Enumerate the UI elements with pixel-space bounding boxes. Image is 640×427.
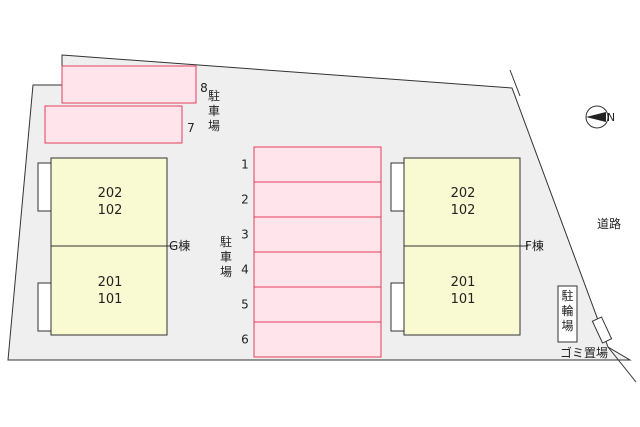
unit-block-lower [50,245,168,336]
bicycle-parking-box [557,285,578,343]
parking-center: 駐車場 1 2 3 4 5 6 [220,146,382,358]
unit-number: 202 [451,186,476,201]
unit-block-upper [50,157,168,247]
parking-number: 8 [200,81,208,95]
balcony [37,162,52,212]
north-arrow-icon: N [585,105,615,129]
road-edge-line [509,69,521,97]
parking-space-3 [253,216,382,253]
balcony [37,282,52,332]
parking-top: 8 7 駐車場 [44,65,220,144]
parking-number: 1 [241,158,249,172]
building-f: 202 102 201 101 F棟 [390,157,544,336]
parking-space-1 [253,146,382,183]
balcony [390,162,405,212]
parking-space-7 [44,105,183,144]
parking-number: 5 [241,298,249,312]
unit-block-upper [403,157,521,247]
garbage-label: ゴミ置場 [560,345,608,360]
unit-number: 202 [98,186,123,201]
garbage-box [591,316,613,344]
road-label: 道路 [597,216,621,231]
unit-number: 102 [98,203,123,218]
parking-number: 6 [241,333,249,347]
unit-number: 102 [451,203,476,218]
unit-number: 101 [451,292,476,307]
garbage-area: ゴミ置場 [560,316,613,360]
parking-number: 2 [241,193,249,207]
parking-label: 駐車場 [208,88,220,133]
parking-space-4 [253,251,382,288]
parking-space-8 [61,65,197,104]
parking-space-2 [253,181,382,218]
building-label: F棟 [525,238,544,253]
parking-number: 7 [187,121,195,135]
unit-number: 101 [98,292,123,307]
bicycle-parking-label: 駐輪場 [561,288,573,333]
parking-space-5 [253,286,382,323]
building-label: G棟 [169,238,190,253]
unit-block-lower [403,245,521,336]
unit-number: 201 [451,275,476,290]
parking-space-6 [253,321,382,358]
parking-label: 駐車場 [220,234,232,279]
unit-number: 201 [98,275,123,290]
bicycle-parking: 駐輪場 [557,285,578,343]
balcony [390,282,405,332]
compass-label: N [607,111,615,124]
parking-number: 4 [241,263,249,277]
building-g: 202 102 201 101 G棟 [37,157,190,336]
parking-number: 3 [241,228,249,242]
road-edge-line [607,346,637,383]
